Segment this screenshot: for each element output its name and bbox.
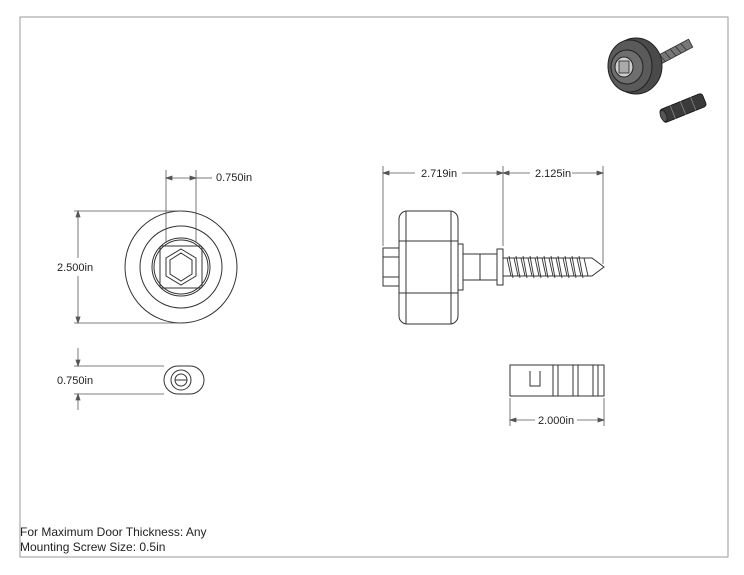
bumper-inner-circle bbox=[139, 225, 223, 309]
side-washer bbox=[457, 243, 464, 291]
front-width-label: 0.750in bbox=[216, 172, 252, 184]
front-view bbox=[124, 210, 238, 324]
anchor-length-label: 2.000in bbox=[538, 415, 574, 427]
isometric-preview bbox=[607, 37, 707, 123]
sheet-border bbox=[19, 16, 729, 558]
hub-inner-circle bbox=[153, 239, 209, 295]
bumper-outer-circle bbox=[124, 210, 238, 324]
side-hex-head bbox=[382, 247, 400, 287]
spacer-ring-outer bbox=[170, 369, 192, 391]
side-screw-length-label: 2.125in bbox=[535, 168, 571, 180]
anchor-view bbox=[509, 364, 605, 397]
side-flange bbox=[496, 248, 504, 286]
hex-head bbox=[165, 248, 197, 286]
side-view bbox=[382, 210, 605, 325]
hub-circle bbox=[151, 237, 211, 297]
anchor-dimension bbox=[508, 398, 606, 426]
front-diameter-label: 2.500in bbox=[57, 262, 93, 274]
side-hub-band bbox=[398, 240, 459, 294]
spacer-body bbox=[163, 365, 205, 395]
anchor-slot bbox=[529, 371, 541, 387]
nut-square bbox=[159, 245, 203, 289]
front-diameter-dimension bbox=[74, 209, 181, 325]
front-width-dimension bbox=[164, 170, 212, 243]
door-thickness-note: For Maximum Door Thickness: Any bbox=[20, 525, 207, 539]
screw-threads bbox=[506, 255, 589, 279]
spacer-diameter-label: 0.750in bbox=[57, 375, 93, 387]
side-body-length-label: 2.719in bbox=[421, 168, 457, 180]
side-length-dimension bbox=[381, 166, 605, 264]
spacer-view bbox=[163, 365, 205, 395]
hex-inner bbox=[169, 252, 193, 282]
anchor-body bbox=[509, 364, 605, 397]
screw-size-note: Mounting Screw Size: 0.5in bbox=[20, 540, 166, 554]
spacer-dimension bbox=[74, 348, 164, 410]
side-bumper-body bbox=[398, 210, 459, 325]
